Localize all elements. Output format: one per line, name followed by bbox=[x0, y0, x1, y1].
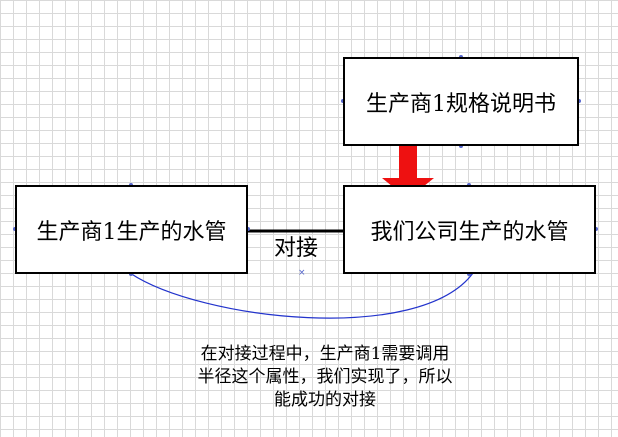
blue-curve-connector bbox=[129, 272, 474, 319]
our-pipe-label: 我们公司生产的水管 bbox=[370, 219, 569, 245]
spec-document-label: 生产商1规格说明书 bbox=[366, 91, 556, 117]
supplier-pipe-label: 生产商1生产的水管 bbox=[36, 219, 227, 245]
spec-document-box[interactable]: 生产商1规格说明书 bbox=[343, 57, 579, 146]
note-line: 半径这个属性，我们实现了，所以 bbox=[197, 367, 453, 387]
center-x-marker: × bbox=[298, 268, 306, 278]
our-pipe-box[interactable]: 我们公司生产的水管 bbox=[343, 185, 596, 274]
note-line: 在对接过程中，生产商1需要调用 bbox=[200, 344, 450, 364]
supplier-pipe-box[interactable]: 生产商1生产的水管 bbox=[15, 185, 248, 274]
explanation-note: 在对接过程中，生产商1需要调用 半径这个属性，我们实现了，所以 能成功的对接 bbox=[150, 343, 500, 412]
note-line: 能成功的对接 bbox=[274, 390, 376, 410]
connect-label: 对接 bbox=[274, 236, 319, 261]
